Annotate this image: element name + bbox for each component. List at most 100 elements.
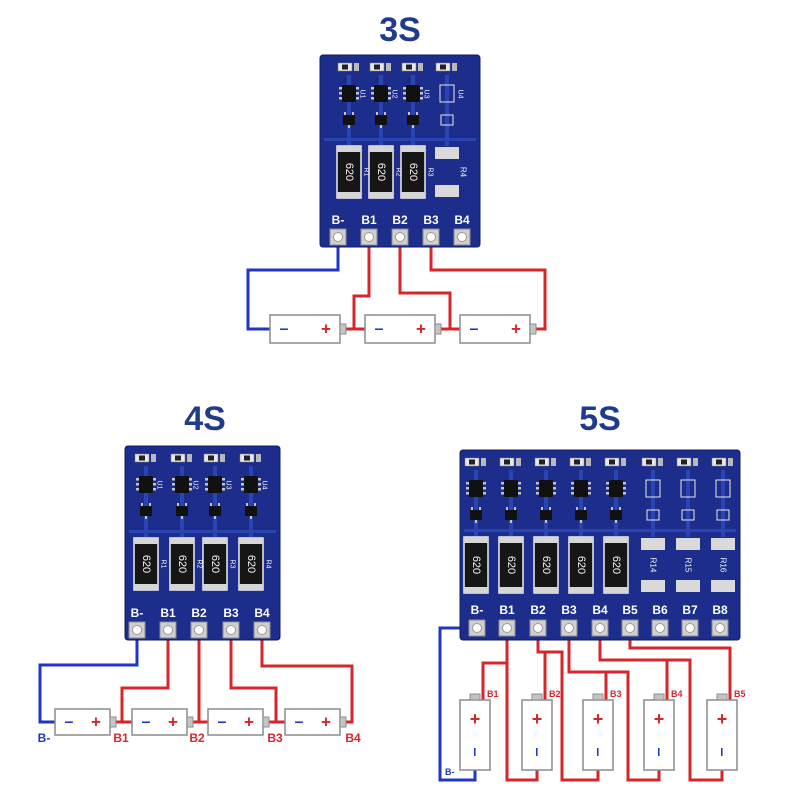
capacitor [220,454,225,462]
resistor-end-cap [499,537,523,543]
ic-pin [388,92,391,95]
resistor-marking: 620 [505,556,517,574]
resistor-marking: 620 [176,555,188,573]
resistor-marking: 620 [407,163,419,181]
resistor-end-cap [337,192,361,198]
wire-5s-b1 [481,628,539,782]
capacitor [481,458,486,466]
pcb-trace [324,138,476,141]
pad-label: B3 [223,606,239,620]
resistor-end-cap [170,584,194,590]
resistor-end-cap [134,538,158,544]
ic-chip [139,476,153,493]
led-die [469,459,475,465]
pad-label: B4 [592,603,608,617]
pad-hole [364,232,374,242]
ic-pin [189,488,192,491]
battery-plus-sign: + [244,713,254,732]
pcb-substrate [459,449,741,641]
pad-hole [457,232,467,242]
wire-label-5s: B4 [671,689,683,699]
battery-terminal [716,693,728,701]
ic-pin [172,488,175,491]
transistor-pin [246,503,248,506]
pcb-trace [651,470,655,537]
capacitor [621,458,626,466]
transistor [575,510,587,520]
pad-label: B1 [361,213,377,227]
pad-hole [533,623,543,633]
resistor-end-cap [337,146,361,152]
ic-pin [258,483,261,486]
wire-label-5s: B3 [610,689,622,699]
battery-minus-sign: – [142,714,151,731]
ic-pin [571,487,574,490]
pad-label: B3 [561,603,577,617]
transistor-pin [506,507,508,510]
ic-chip [574,480,588,497]
pad-label: B2 [392,213,408,227]
ic-pin [571,492,574,495]
resistor-marking: 620 [470,556,482,574]
resistor-end-cap [401,146,425,152]
ic-pin [606,487,609,490]
wire-4s-b1 [116,630,170,724]
transistor-footprint [716,509,730,521]
pcb-trace [445,75,449,146]
transistor [505,510,517,520]
ic-pin [588,482,591,485]
pad-label: B- [471,603,484,617]
ic-pin [420,92,423,95]
transistor-pin [210,503,212,506]
ic-chip [609,480,623,497]
pad-hole [472,623,482,633]
ic-pin [371,97,374,100]
ic-pin [483,487,486,490]
ic-footprint [645,479,661,498]
battery-5s-3: +– [582,693,614,771]
battery-terminal [186,716,194,728]
ic-pin [466,487,469,490]
title-4s: 4S [184,400,226,438]
resistor-silk-label: R3 [427,168,434,177]
pad-hole [333,232,343,242]
resistor-silk-label: R4 [265,560,272,569]
transistor-pin [416,112,418,115]
pad-label: B2 [191,606,207,620]
transistor-pin [384,112,386,115]
ic-pin [501,482,504,485]
transistor-pin [479,507,481,510]
resistor [463,536,489,594]
ic-pin [258,488,261,491]
ic-pin [553,492,556,495]
led-die [609,459,615,465]
wire-5s-b-minus [438,626,477,782]
capacitor [418,63,423,71]
battery-body [54,708,111,736]
battery-minus-sign: – [375,321,384,338]
ic-footprint [715,479,731,498]
ic-chip [342,85,356,102]
battery-minus-sign: – [651,748,668,757]
ic-pin [205,488,208,491]
resistor-marking: 620 [245,555,257,573]
led-die [440,64,446,70]
capacitor [151,454,156,462]
ic-silk-label: U4 [457,90,464,99]
resistor-silk-label: R2 [395,168,402,177]
transistor-pin [214,516,216,519]
ic-pin [388,97,391,100]
resistor-marking: 620 [209,555,221,573]
pad-label: B4 [254,606,270,620]
resistor-marking: 620 [140,555,152,573]
ic-pin [339,87,342,90]
battery-terminal [262,716,270,728]
battery-5s-4: +– [643,693,675,771]
wire-label-4s: B- [38,731,51,745]
battery-terminal [109,716,117,728]
ic-pin [356,87,359,90]
ic-pin [356,92,359,95]
battery-plus-sign: + [470,709,481,729]
pad-hole [132,625,142,635]
